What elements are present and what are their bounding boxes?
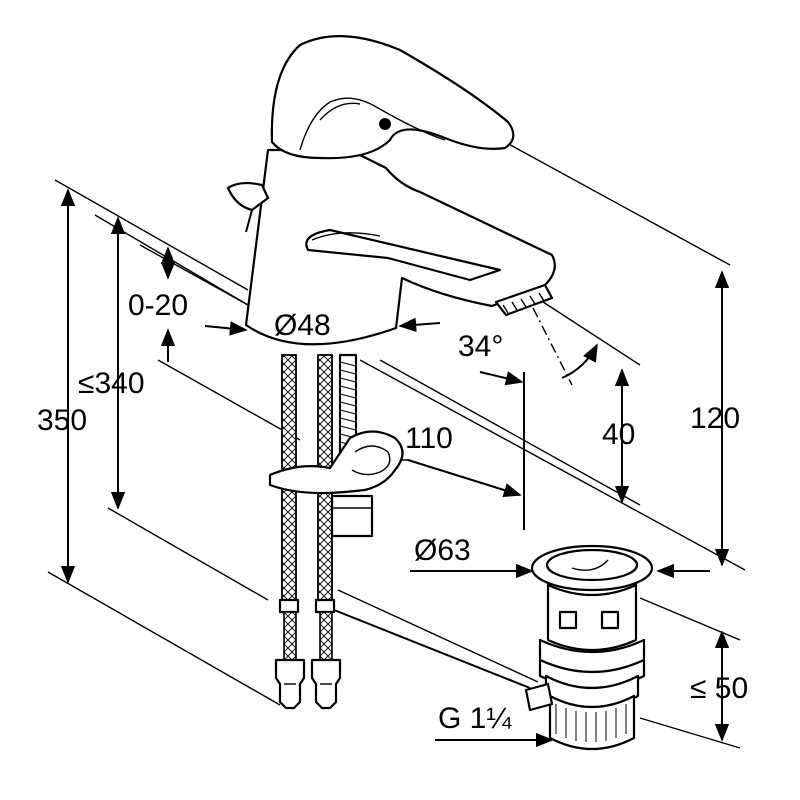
supply-hoses — [274, 354, 342, 710]
drain-link-rod — [333, 609, 531, 689]
label-thread: G 1¼ — [438, 702, 512, 735]
dimension-labels: 350 ≤340 0-20 Ø48 34° 110 40 120 Ø63 ≤ 5… — [37, 289, 748, 735]
label-clamp-range: 0-20 — [128, 289, 188, 322]
tap-body — [244, 148, 556, 346]
label-tap-height: 120 — [690, 402, 740, 435]
label-reach: 110 — [405, 422, 453, 455]
label-drain-length: ≤ 50 — [690, 672, 748, 705]
mounting-clamp — [268, 430, 404, 538]
extension-lines — [47, 141, 746, 749]
label-height-total: 350 — [37, 404, 87, 437]
pop-up-drain — [524, 544, 654, 751]
label-angle: 34° — [458, 330, 503, 363]
dimension-lines — [60, 188, 730, 748]
label-spout-height: 40 — [602, 418, 635, 451]
pop-up-rod-knob — [226, 181, 270, 233]
label-body-diameter: Ø48 — [274, 309, 331, 342]
label-drain-diameter: Ø63 — [414, 534, 471, 567]
lever-handle — [270, 35, 515, 160]
label-height-max: ≤340 — [78, 367, 145, 400]
